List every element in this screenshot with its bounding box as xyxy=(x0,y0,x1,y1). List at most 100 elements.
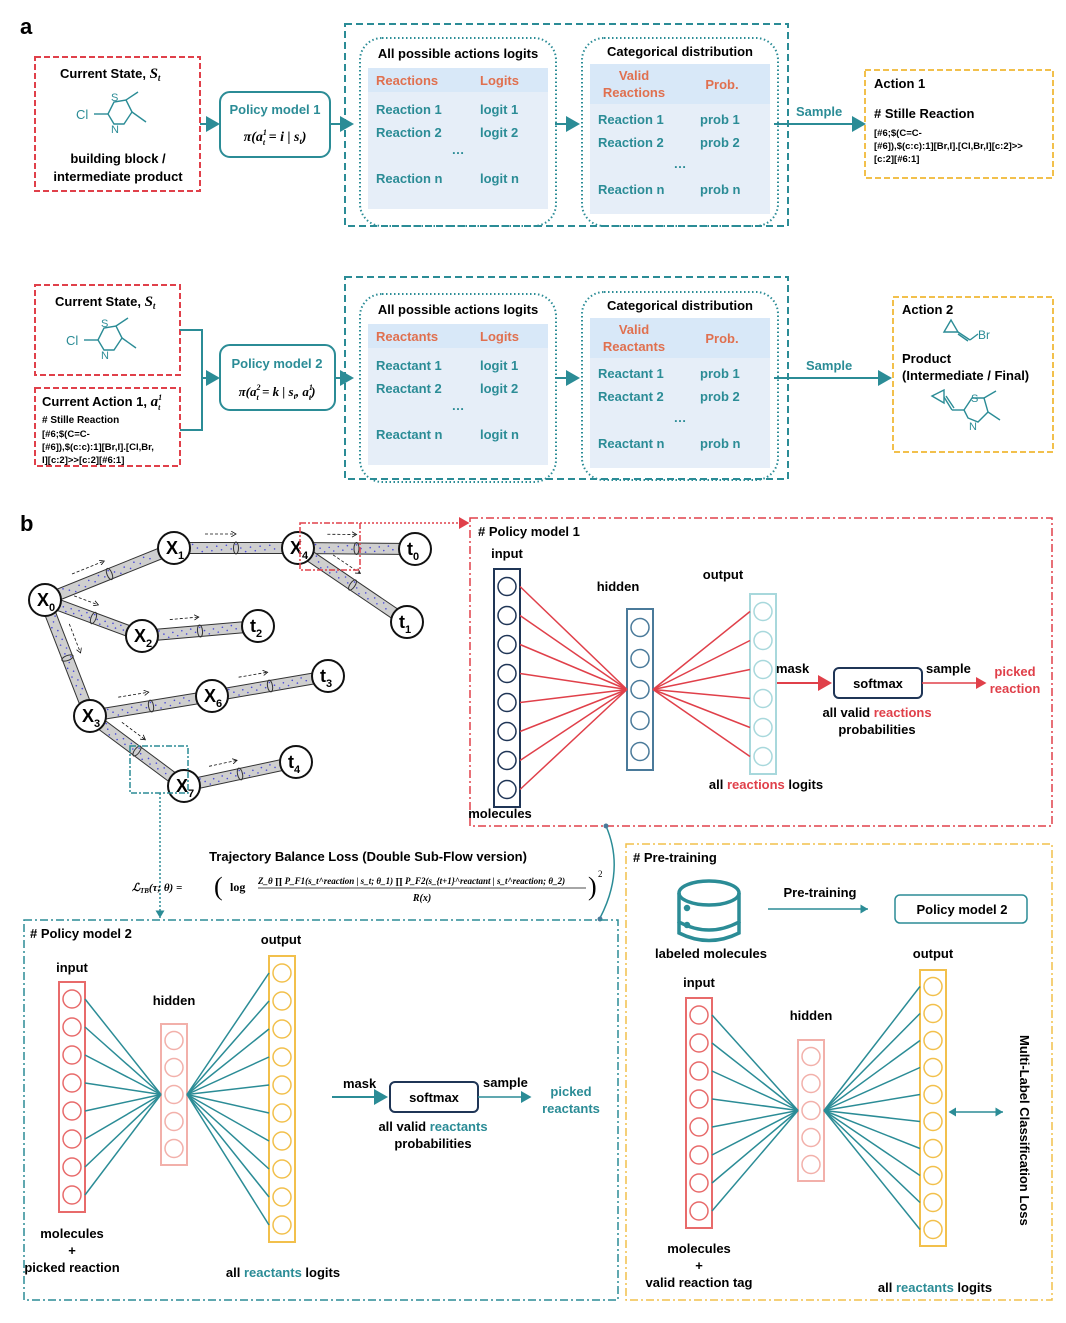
table-title: Categorical distribution xyxy=(607,44,753,59)
atom-br: Br xyxy=(978,328,990,342)
flow-edge xyxy=(182,756,298,792)
table-header: Reactants xyxy=(376,329,438,344)
connection xyxy=(84,1093,162,1112)
sample-label: Sample xyxy=(796,104,842,119)
smarts-line: [#6]),$(c:c):1][Br,I].[Cl,Br, xyxy=(42,442,154,453)
svg-text:X2: X2 xyxy=(134,626,152,650)
prob-caption: all valid reactions xyxy=(822,705,931,720)
graph-node-t2: t2 xyxy=(241,609,275,643)
input-neuron xyxy=(62,1185,82,1205)
input-neuron xyxy=(62,1045,82,1065)
connection xyxy=(823,1093,921,1112)
table-cell: prob 2 xyxy=(700,389,740,404)
connection xyxy=(652,639,751,691)
connection xyxy=(823,1109,921,1150)
svg-text:t4: t4 xyxy=(288,752,301,776)
picked-label: picked xyxy=(550,1084,591,1099)
policy-title: Policy model 2 xyxy=(231,356,322,371)
connection xyxy=(186,1094,270,1226)
table-header: Prob. xyxy=(705,331,738,346)
hidden-neuron xyxy=(630,710,650,731)
input-neuron xyxy=(497,576,517,597)
input-neuron xyxy=(497,750,517,771)
input-layer xyxy=(685,997,713,1229)
output-label: output xyxy=(913,946,954,961)
output-layer xyxy=(268,955,296,1243)
table-cell: Reaction n xyxy=(598,182,665,197)
thiazole-molecule-icon xyxy=(84,317,137,351)
row1-action-box: Action 1 # Stille Reaction [#6;$(C=C- [#… xyxy=(864,69,1054,179)
action-subtitle: # Stille Reaction xyxy=(874,106,974,121)
input-caption: molecules xyxy=(40,1226,104,1241)
connection xyxy=(711,1098,799,1112)
output-neuron xyxy=(923,1165,943,1186)
panel-label-a: a xyxy=(20,14,33,39)
input-neuron xyxy=(62,989,82,1009)
atom-s: S xyxy=(971,393,978,405)
input-neuron xyxy=(497,721,517,742)
output-neuron xyxy=(753,601,773,622)
hidden-neuron xyxy=(164,1111,184,1132)
table-cell: Reactant n xyxy=(376,427,443,442)
pm2-frame xyxy=(23,919,619,1301)
output-neuron xyxy=(923,1219,943,1240)
connection xyxy=(823,1109,921,1204)
hidden-neuron xyxy=(630,648,650,669)
connection xyxy=(711,1070,799,1112)
action-subtitle: # Stille Reaction xyxy=(42,415,119,426)
connector-dot xyxy=(603,823,609,829)
output-neuron xyxy=(753,630,773,651)
output-neuron xyxy=(923,1192,943,1213)
hidden-neuron xyxy=(164,1030,184,1051)
svg-text:X6: X6 xyxy=(204,686,222,710)
action-title: Action 1 xyxy=(874,76,925,91)
graph-node-X4: X4 xyxy=(281,531,315,565)
hidden-neuron xyxy=(801,1046,821,1067)
panel-label-b: b xyxy=(20,511,33,536)
input-neuron xyxy=(497,779,517,800)
input-neuron xyxy=(62,1073,82,1093)
thiazole-molecule-icon xyxy=(94,91,147,125)
svg-text:R(x): R(x) xyxy=(412,893,431,904)
input-label: input xyxy=(683,975,715,990)
connection xyxy=(519,688,628,762)
smarts-line: [#6]),$(c:c):1][Br,I].[Cl,Br,I][c:2]>> xyxy=(874,141,1023,152)
hidden-label: hidden xyxy=(790,1008,833,1023)
table-ellipsis: … xyxy=(452,398,465,413)
input-neuron xyxy=(62,1129,82,1149)
svg-text:X4: X4 xyxy=(290,538,309,562)
table-header: Valid xyxy=(619,68,649,83)
table-title: Categorical distribution xyxy=(607,298,753,313)
output-neuron xyxy=(923,1111,943,1132)
connection xyxy=(186,1094,270,1198)
table-header: Reactions xyxy=(376,73,438,88)
input-label: input xyxy=(491,546,523,561)
logits-caption: all reactants logits xyxy=(878,1280,992,1295)
bromomethylene-cyclopropane-icon xyxy=(942,318,979,342)
pm2-network xyxy=(58,955,296,1243)
hidden-neuron xyxy=(630,679,650,700)
table-cell: Reactant 2 xyxy=(598,389,664,404)
table-ellipsis: … xyxy=(674,410,687,425)
table-title: All possible actions logits xyxy=(378,302,538,317)
flow-arrow xyxy=(68,623,80,653)
state-caption-1: building block / xyxy=(70,151,166,166)
pm1-title: # Policy model 1 xyxy=(478,524,580,539)
table-cell: Reactant 2 xyxy=(376,381,442,396)
product-molecule-icon xyxy=(930,388,1001,423)
graph-node-X1: X1 xyxy=(157,531,191,565)
atom-s: S xyxy=(111,92,118,104)
connection xyxy=(519,643,628,691)
flow-arrow xyxy=(73,595,98,605)
picked-label: reactants xyxy=(542,1101,600,1116)
atom-s: S xyxy=(101,318,108,330)
flow-edge xyxy=(42,542,177,606)
connection xyxy=(519,672,628,691)
table-cell: Reaction 1 xyxy=(598,112,664,127)
hidden-neuron xyxy=(801,1073,821,1094)
input-neuron xyxy=(497,663,517,684)
hidden-neuron xyxy=(630,617,650,638)
input-neuron xyxy=(62,1101,82,1121)
output-neuron xyxy=(923,1138,943,1159)
